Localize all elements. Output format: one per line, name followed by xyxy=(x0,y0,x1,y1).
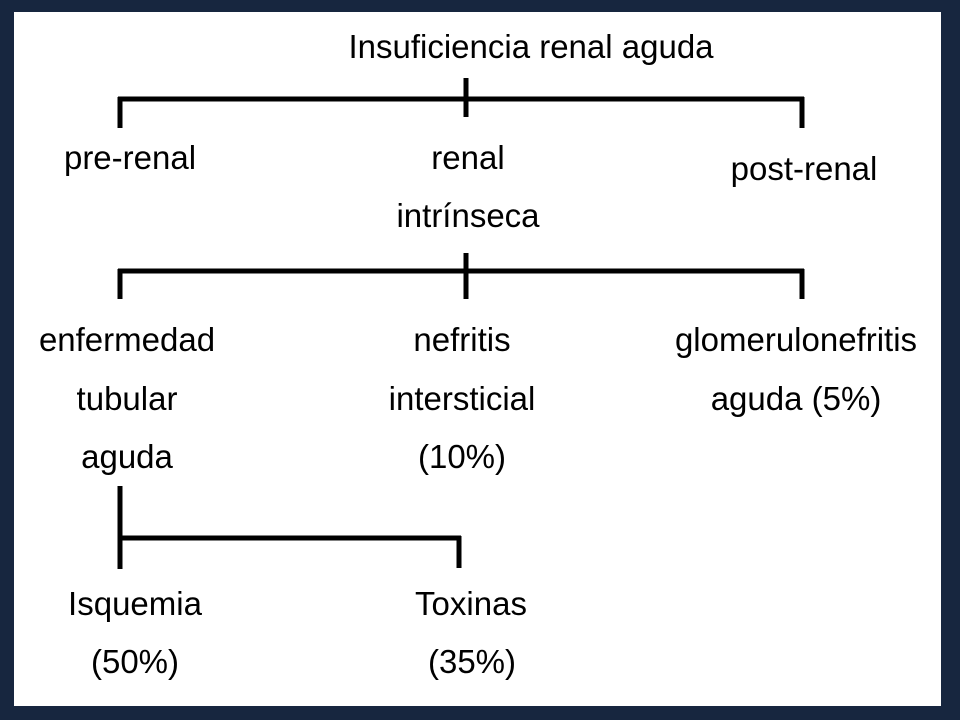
node-isquemia-line2: (50%) xyxy=(90,643,180,680)
node-nefritis-line3: (10%) xyxy=(417,438,507,475)
node-toxinas-line1: Toxinas xyxy=(415,585,527,622)
node-glomerulo-line1: glomerulonefritis xyxy=(674,321,918,358)
tree-connectors xyxy=(117,78,805,569)
node-isquemia-line1: Isquemia xyxy=(68,585,202,622)
node-renal-line2: intrínseca xyxy=(396,197,540,234)
diagram-canvas: Insuficiencia renal aguda pre-renal rena… xyxy=(14,12,941,706)
node-nefritis-line2: intersticial xyxy=(388,380,536,417)
node-prerenal: pre-renal xyxy=(63,139,197,176)
node-nefritis-line1: nefritis xyxy=(413,321,511,358)
node-renal-line1: renal xyxy=(431,139,505,176)
diagram-title: Insuficiencia renal aguda xyxy=(348,28,714,65)
node-tubular-line1: enfermedad xyxy=(38,321,216,358)
node-tubular-line2: tubular xyxy=(76,380,178,417)
node-postrenal: post-renal xyxy=(730,150,878,187)
node-tubular-line3: aguda xyxy=(81,438,173,475)
node-toxinas-line2: (35%) xyxy=(427,643,517,680)
node-glomerulo-line2: aguda (5%) xyxy=(710,380,882,417)
